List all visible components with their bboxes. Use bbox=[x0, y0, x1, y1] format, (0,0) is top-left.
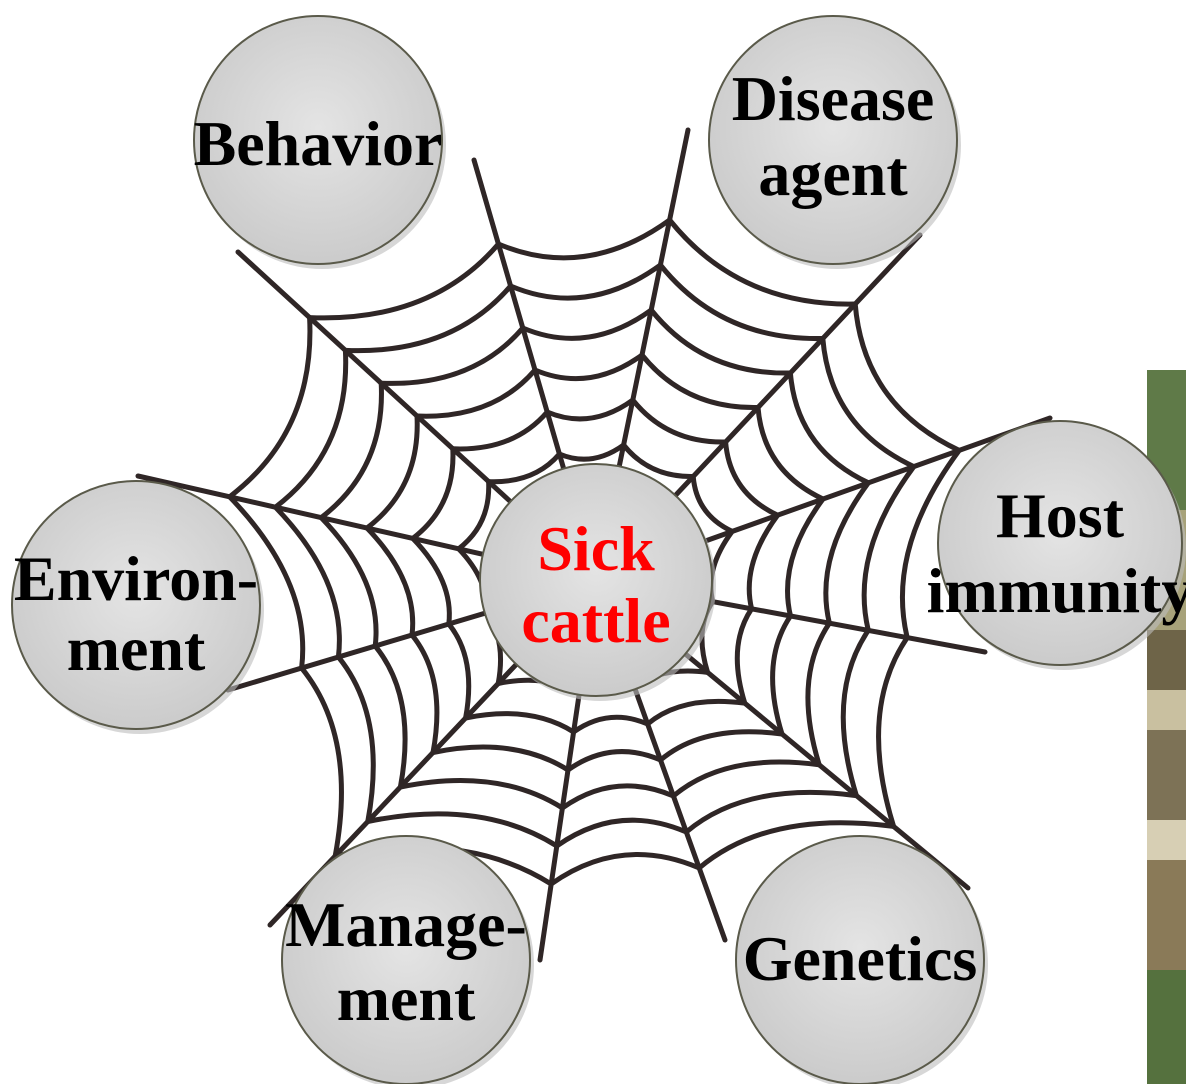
web-ring-thread bbox=[693, 477, 732, 532]
web-ring-thread bbox=[466, 714, 574, 732]
web-ring-thread bbox=[511, 265, 661, 298]
web-ring-thread bbox=[879, 638, 908, 827]
web-ring-thread bbox=[413, 538, 450, 624]
web-ring-thread bbox=[843, 630, 868, 795]
factor-node-behavior: Behavior bbox=[194, 16, 446, 269]
factor-label-disease-agent: agent bbox=[758, 138, 908, 209]
web-ring-thread bbox=[559, 445, 623, 459]
web-ring-thread bbox=[864, 467, 914, 631]
web-ring-thread bbox=[661, 732, 783, 760]
web-ring-thread bbox=[749, 515, 777, 609]
web-ring-thread bbox=[758, 408, 823, 500]
web-ring-thread bbox=[568, 752, 661, 770]
web-ring-thread bbox=[686, 792, 856, 832]
factor-node-management: Manage-ment bbox=[282, 836, 534, 1084]
web-ring-thread bbox=[648, 701, 745, 724]
factor-label-behavior: Behavior bbox=[194, 108, 443, 179]
factor-label-management: Manage- bbox=[285, 889, 527, 960]
web-ring-thread bbox=[855, 304, 959, 450]
web-ring-thread bbox=[449, 624, 469, 718]
web-ring-thread bbox=[808, 623, 829, 765]
factor-label-environment: ment bbox=[67, 613, 206, 684]
web-ring-thread bbox=[400, 780, 562, 808]
web-ring-thread bbox=[498, 220, 669, 258]
web-ring-thread bbox=[412, 635, 437, 753]
web-ring-thread bbox=[375, 646, 405, 787]
factor-label-genetics: Genetics bbox=[743, 923, 978, 994]
web-ring-thread bbox=[302, 668, 342, 856]
web-ring-thread bbox=[230, 318, 310, 497]
web-ring-thread bbox=[574, 717, 648, 732]
factor-label-host-immunity: immunity bbox=[927, 555, 1186, 626]
factor-node-host-immunity: Hostimmunity bbox=[927, 421, 1186, 670]
center-label: Sick bbox=[537, 513, 655, 584]
web-ring-thread bbox=[651, 310, 790, 373]
web-ring-thread bbox=[642, 355, 758, 408]
center-label: cattle bbox=[521, 585, 670, 656]
web-ring-thread bbox=[557, 820, 687, 846]
web-ring-thread bbox=[788, 499, 823, 616]
factor-label-host-immunity: Host bbox=[996, 480, 1125, 551]
web-ring-thread bbox=[453, 412, 547, 449]
factor-node-environment: Environ-ment bbox=[12, 481, 264, 734]
factor-label-management: ment bbox=[337, 963, 476, 1034]
web-ring-thread bbox=[562, 786, 673, 808]
web-ring-thread bbox=[535, 355, 642, 379]
factor-label-disease-agent: Disease bbox=[732, 63, 935, 134]
web-ring-thread bbox=[459, 482, 489, 549]
factor-label-environment: Environ- bbox=[14, 543, 258, 614]
web-ring-thread bbox=[381, 328, 523, 383]
web-ring-thread bbox=[551, 855, 699, 884]
web-ring-thread bbox=[321, 383, 381, 517]
web-ring-thread bbox=[413, 449, 453, 539]
web-ring-thread bbox=[433, 747, 568, 770]
web-ring-thread bbox=[773, 616, 791, 734]
web-ring-thread bbox=[547, 400, 633, 419]
factor-node-disease-agent: Diseaseagent bbox=[709, 16, 961, 269]
web-ring-thread bbox=[633, 400, 726, 442]
web-ring-thread bbox=[367, 416, 417, 528]
web-ring-thread bbox=[523, 310, 651, 338]
web-ring-thread bbox=[737, 609, 751, 703]
factor-node-circle bbox=[282, 836, 530, 1084]
